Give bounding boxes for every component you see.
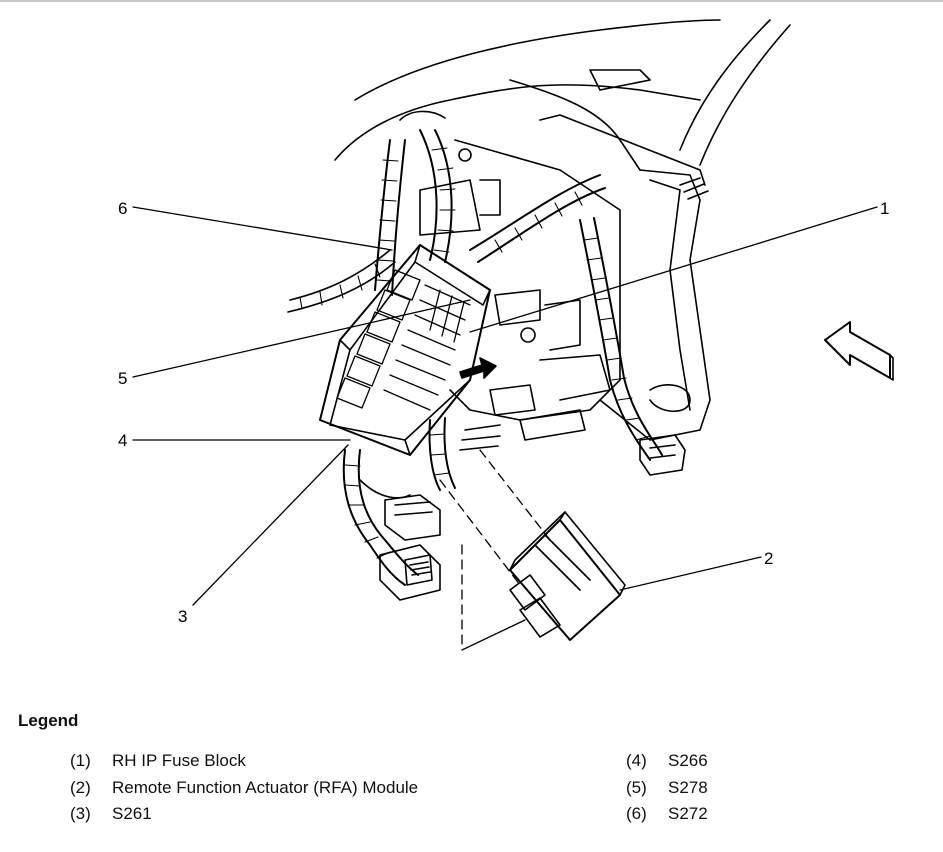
callout-6: 6 <box>118 199 127 218</box>
wiring-diagram: 6 1 5 4 2 3 <box>118 19 894 651</box>
legend-item-1: (1) RH IP Fuse Block <box>70 751 246 771</box>
callout-3: 3 <box>178 607 187 626</box>
leader-5 <box>132 299 471 378</box>
wire-harness-left <box>287 110 453 313</box>
leader-1 <box>469 206 878 333</box>
legend-item-text: S272 <box>668 804 708 823</box>
harness-ribs <box>299 147 651 559</box>
legend-item-text: S278 <box>668 778 708 797</box>
install-guide-lines <box>439 449 551 651</box>
legend-item-number: (3) <box>70 804 91 823</box>
leader-lines <box>132 206 878 606</box>
fuse-block <box>319 244 491 456</box>
legend-title: Legend <box>18 711 79 730</box>
connector-right <box>639 434 686 476</box>
legend-item-5: (5) S278 <box>626 778 708 798</box>
leader-2 <box>619 556 762 591</box>
legend-item-text: S261 <box>112 804 152 823</box>
mounting-panel <box>419 139 621 451</box>
legend-item-2: (2) Remote Function Actuator (RFA) Module <box>70 778 418 798</box>
legend-item-text: RH IP Fuse Block <box>112 751 246 770</box>
legend-item-4: (4) S266 <box>626 751 708 771</box>
legend-item-number: (4) <box>626 751 647 770</box>
legend-item-number: (6) <box>626 804 647 823</box>
legend-item-3: (3) S261 <box>70 804 152 824</box>
legend-item-text: Remote Function Actuator (RFA) Module <box>112 778 419 797</box>
legend-item-text: S266 <box>668 751 708 770</box>
direction-arrow-small <box>459 357 497 379</box>
top-border <box>0 0 943 2</box>
legend-item-6: (6) S272 <box>626 804 708 824</box>
legend-item-number: (1) <box>70 751 91 770</box>
legend-item-number: (2) <box>70 778 91 797</box>
pillar-bracket <box>539 19 791 441</box>
callout-5: 5 <box>118 369 127 388</box>
legend-item-number: (5) <box>626 778 647 797</box>
callout-1: 1 <box>880 199 889 218</box>
callout-2: 2 <box>764 549 773 568</box>
connector-lower-left <box>379 494 441 601</box>
dash-panel <box>334 19 721 171</box>
install-guide-tip <box>461 619 526 651</box>
wire-harness-lower <box>342 417 456 586</box>
callout-4: 4 <box>118 431 127 450</box>
leader-3 <box>192 444 349 606</box>
rfa-module <box>509 511 626 641</box>
leader-6 <box>132 206 393 251</box>
view-arrow-large <box>824 321 894 381</box>
